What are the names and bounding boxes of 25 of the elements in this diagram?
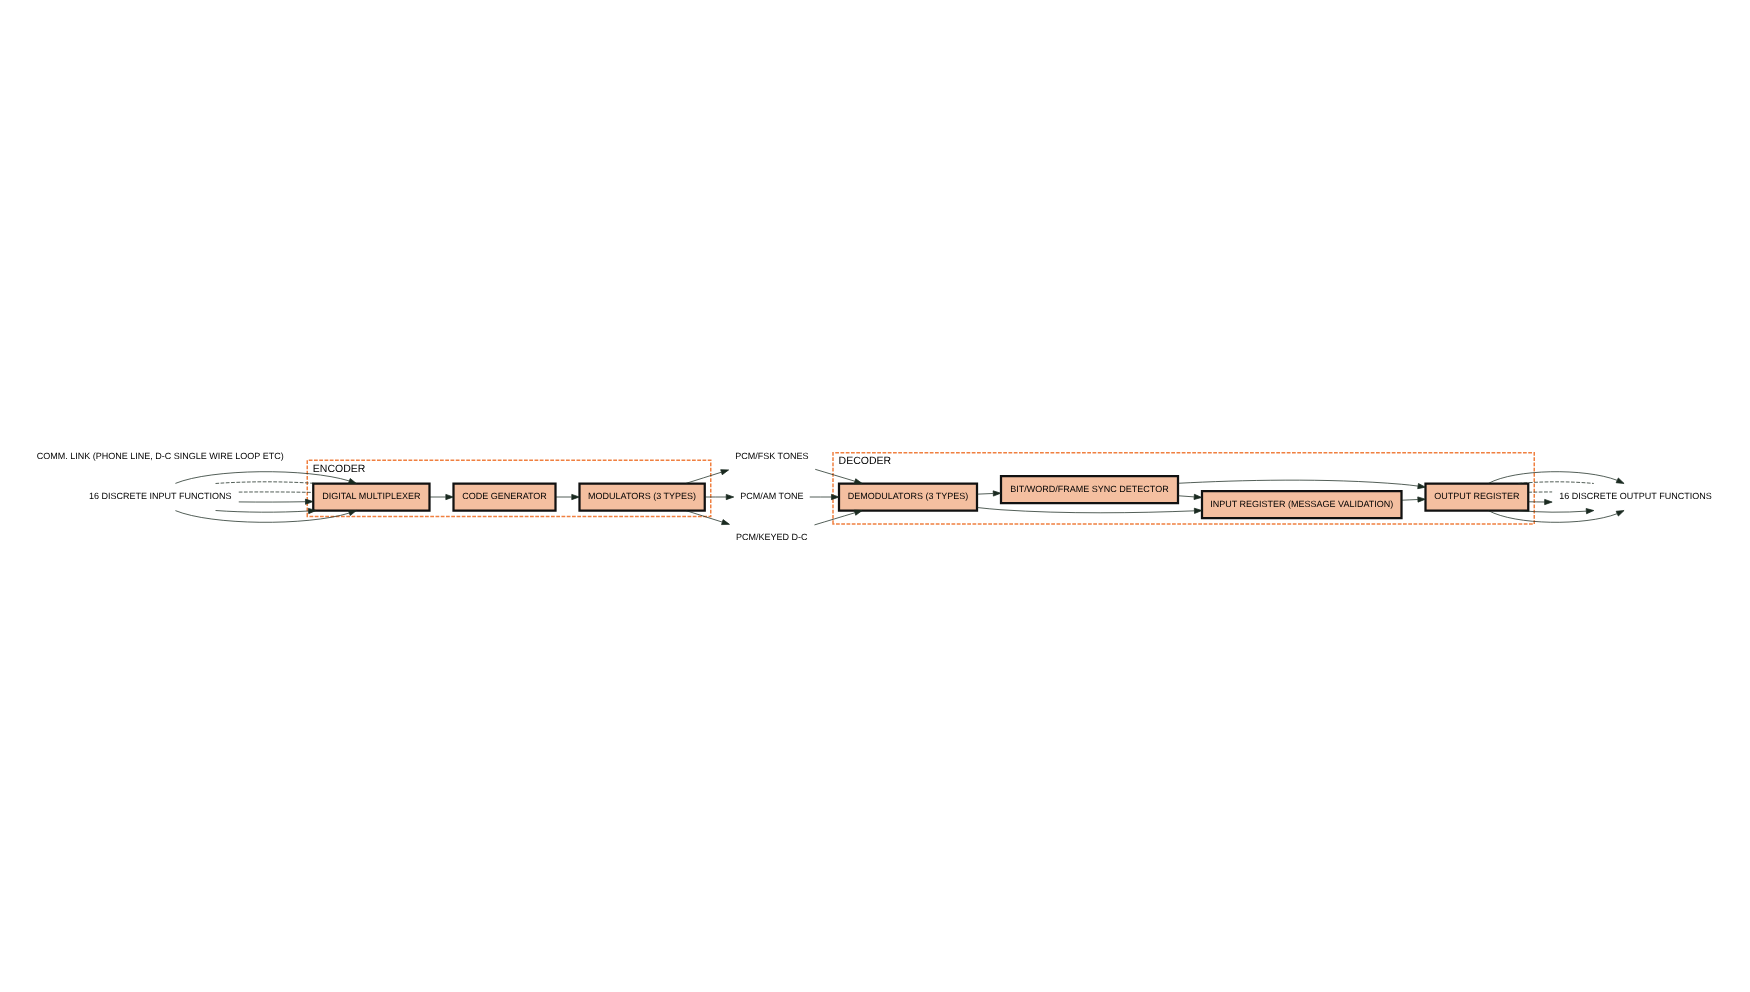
arrow [809,493,840,499]
arrow [685,468,729,483]
arrow [1488,509,1625,522]
arrow [1401,495,1426,502]
arrow [704,493,735,499]
arrow [814,508,863,525]
arrow [1528,498,1553,504]
arrow [555,493,580,499]
arrow [1488,470,1625,483]
connector [215,480,317,483]
arrow [175,470,357,483]
arrow [814,467,863,484]
arrow [976,489,1002,496]
arrow [976,506,1203,513]
arrow [175,509,357,522]
connector [1518,480,1595,483]
arrow [429,493,454,499]
arrow [215,507,317,513]
arrow [1518,507,1595,514]
connector [1528,490,1553,492]
connector [238,490,314,492]
arrow [685,509,730,524]
arrow [1177,478,1426,489]
arrow [1177,492,1203,499]
arrow [238,497,314,504]
